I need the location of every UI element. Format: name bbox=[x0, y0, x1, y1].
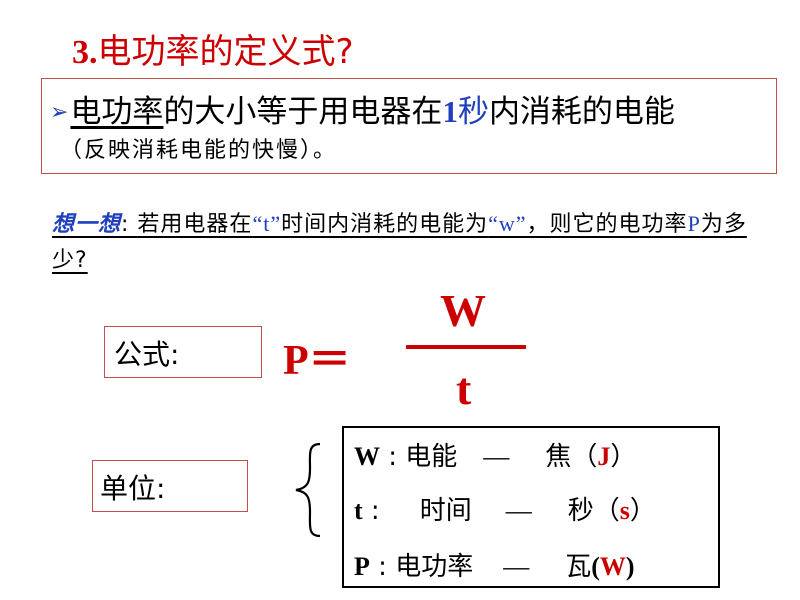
formula-label-box bbox=[104, 326, 262, 378]
formula-denominator: t bbox=[456, 363, 472, 414]
unit-dash: — bbox=[505, 496, 532, 525]
definition-time-unit: 秒 bbox=[457, 94, 489, 130]
slide-title: 3.电功率的定义式? bbox=[72, 24, 354, 73]
unit-code: W bbox=[599, 552, 626, 581]
unit-quantity: 时间 bbox=[419, 496, 472, 526]
unit-symbol: W bbox=[354, 442, 380, 471]
unit-sep: : bbox=[380, 442, 406, 472]
unit-quantity: 电功率 bbox=[395, 552, 474, 582]
unit-row-time: t : 时间 — 秒（s） bbox=[354, 490, 656, 527]
formula-numerator: W bbox=[440, 285, 486, 336]
unit-code: J bbox=[597, 442, 611, 471]
unit-row-power: P : 电功率 — 瓦(W) bbox=[354, 546, 635, 583]
unit-name: 瓦 bbox=[565, 552, 592, 582]
unit-name: 秒 bbox=[567, 496, 594, 526]
unit-dash: — bbox=[483, 442, 510, 471]
think-text-c: 则它的电功率 bbox=[549, 212, 688, 237]
think-comma: ， bbox=[526, 212, 550, 237]
think-text-a: 若用电器在 bbox=[137, 212, 253, 237]
arrow-bullet-icon: ➢ bbox=[50, 100, 69, 125]
think-question: 想一想: 若用电器在“t”时间内消耗的电能为“w”，则它的电功率P为多少? bbox=[52, 206, 782, 279]
title-number: 3. bbox=[72, 34, 98, 71]
think-text-b: 时间内消耗的电能为 bbox=[281, 212, 489, 237]
think-colon: : bbox=[121, 212, 138, 237]
think-text-d: 为多少? bbox=[52, 212, 747, 273]
units-label-box bbox=[92, 460, 248, 512]
unit-open: ( bbox=[591, 552, 600, 581]
unit-close: ） bbox=[610, 442, 637, 472]
unit-dash: — bbox=[503, 552, 530, 581]
definition-statement: ➢电功率的大小等于用电器在1秒内消耗的电能 bbox=[50, 86, 675, 131]
unit-symbol: P bbox=[354, 552, 370, 581]
unit-symbol: t bbox=[354, 496, 363, 525]
unit-name: 焦 bbox=[545, 442, 572, 472]
think-heading: 想一想 bbox=[52, 212, 122, 237]
unit-row-energy: W : 电能 — 焦（J） bbox=[354, 436, 636, 473]
title-text: 电功率的定义式? bbox=[97, 32, 354, 72]
definition-text-b: 内消耗的电能 bbox=[488, 94, 675, 130]
unit-close: ) bbox=[625, 552, 635, 581]
unit-open: （ bbox=[571, 442, 598, 472]
think-p-symbol: P bbox=[687, 211, 701, 236]
unit-close: ） bbox=[629, 496, 656, 526]
definition-text-a: 的大小等于用电器在 bbox=[163, 94, 443, 130]
formula-label: 公式: bbox=[114, 338, 180, 371]
definition-box bbox=[41, 78, 777, 174]
unit-sep: : bbox=[369, 552, 396, 582]
definition-note: （反映消耗电能的快慢）。 bbox=[60, 138, 338, 163]
unit-open: （ bbox=[593, 496, 620, 526]
unit-code: s bbox=[619, 496, 630, 525]
think-w-quote: “w” bbox=[488, 211, 527, 236]
formula-lhs: P＝ bbox=[283, 338, 351, 384]
units-label: 单位: bbox=[100, 472, 166, 505]
definition-time-value: 1 bbox=[442, 94, 458, 129]
definition-term: 电功率 bbox=[70, 94, 164, 130]
unit-sep: : bbox=[362, 496, 380, 526]
think-t-quote: “t” bbox=[252, 211, 282, 236]
fraction-bar bbox=[406, 345, 526, 349]
curly-brace-icon bbox=[295, 442, 321, 538]
unit-quantity: 电能 bbox=[405, 442, 458, 472]
units-table bbox=[342, 426, 720, 588]
